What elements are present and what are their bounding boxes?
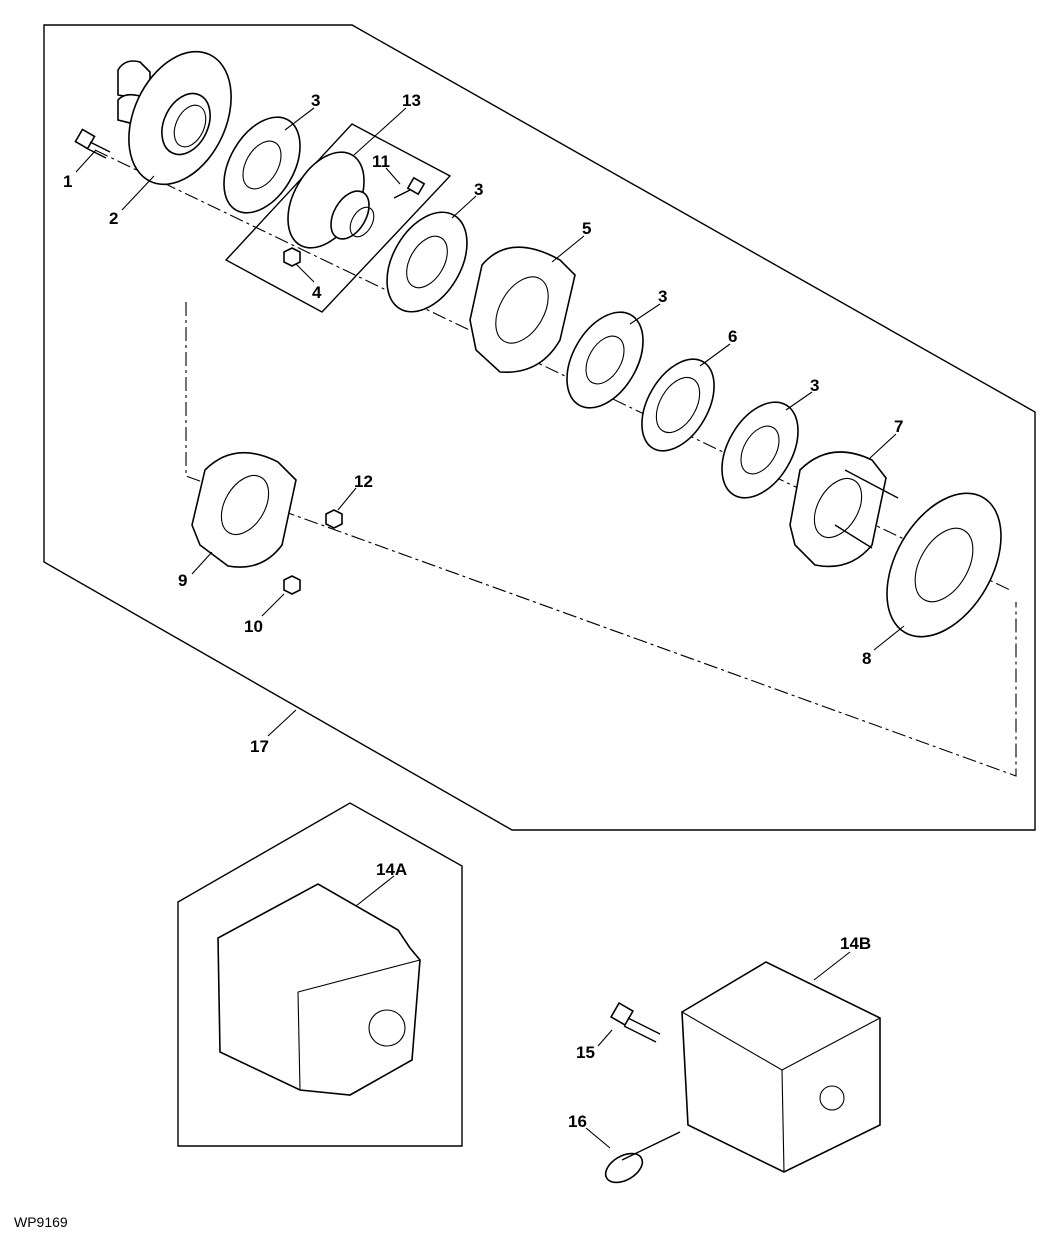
figure-id: WP9169	[14, 1214, 68, 1230]
leader-lines	[75, 107, 905, 1149]
part-5-plate	[469, 246, 576, 373]
callout-10: 10	[244, 617, 263, 636]
callout-16: 16	[568, 1112, 587, 1131]
part-4-nut	[283, 247, 301, 267]
part-9-plate	[191, 451, 297, 568]
part-15-bolt	[609, 1001, 661, 1043]
callout-14a: 14A	[376, 860, 407, 879]
callout-2: 2	[109, 209, 118, 228]
part-16-pin	[604, 1131, 681, 1184]
callout-3b: 3	[474, 180, 483, 199]
part-13-hub	[287, 151, 375, 249]
callout-3a: 3	[311, 91, 320, 110]
callout-3c: 3	[658, 287, 667, 306]
part-1-bolt	[74, 128, 111, 159]
part-14b-guard	[681, 961, 881, 1173]
part-14a-guard	[217, 883, 421, 1096]
callout-1: 1	[63, 172, 72, 191]
callout-12: 12	[354, 472, 373, 491]
part-8-flange	[886, 492, 1002, 638]
part-2-yoke-flange	[117, 50, 232, 186]
assembly-14a-outline	[177, 802, 463, 1147]
callout-8: 8	[862, 649, 871, 668]
callout-3d: 3	[810, 376, 819, 395]
part-10-nut	[283, 575, 301, 595]
part-7-stud-flange	[789, 451, 899, 568]
callout-17: 17	[250, 737, 269, 756]
callout-9: 9	[178, 571, 187, 590]
part-3-washer-d	[721, 401, 799, 499]
callout-14b: 14B	[840, 934, 871, 953]
callout-4: 4	[312, 283, 322, 302]
callout-6: 6	[728, 327, 737, 346]
part-3-washer-a	[223, 116, 301, 214]
callout-11: 11	[372, 152, 390, 171]
callout-7: 7	[894, 417, 903, 436]
assembly-17-outline	[43, 24, 1036, 831]
callout-13: 13	[402, 91, 421, 110]
part-11-bolt	[393, 176, 426, 199]
part-3-washer-c	[566, 311, 644, 409]
center-line	[185, 302, 1017, 777]
part-6-ring	[641, 358, 715, 452]
callout-5: 5	[582, 219, 591, 238]
part-12-nut	[325, 509, 343, 529]
axis-line	[94, 149, 1011, 591]
callout-15: 15	[576, 1043, 595, 1062]
part-3-washer-b	[386, 211, 468, 313]
